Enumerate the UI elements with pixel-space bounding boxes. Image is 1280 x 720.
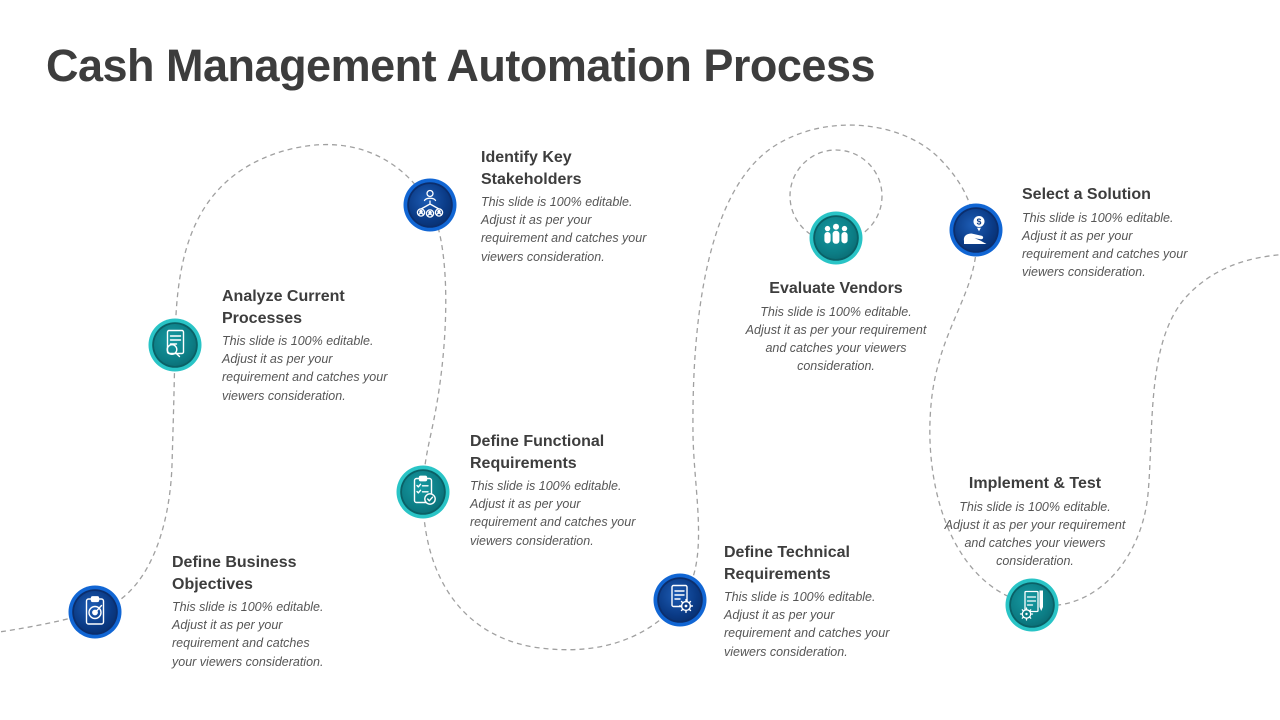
step-analyze-current-processes: Analyze Current Processes This slide is … bbox=[222, 286, 402, 405]
step-define-functional-requirements: Define Functional Requirements This slid… bbox=[470, 431, 650, 550]
team-people-icon bbox=[809, 211, 863, 265]
step-implement-and-test: Implement & Test This slide is 100% edit… bbox=[933, 473, 1137, 570]
page-title: Cash Management Automation Process bbox=[46, 40, 876, 91]
step-title: Implement & Test bbox=[968, 475, 1102, 492]
step-identify-key-stakeholders: Identify Key Stakeholders This slide is … bbox=[481, 147, 661, 266]
step-evaluate-vendors: Evaluate Vendors This slide is 100% edit… bbox=[734, 278, 938, 375]
step-title: Analyze Current Processes bbox=[222, 288, 345, 327]
step-description: This slide is 100% editable. Adjust it a… bbox=[172, 600, 324, 669]
step-select-a-solution: Select a Solution This slide is 100% edi… bbox=[1022, 184, 1222, 281]
step-title: Define Business Objectives bbox=[172, 554, 297, 593]
step-description: This slide is 100% editable. Adjust it a… bbox=[745, 304, 927, 373]
step-define-business-objectives: Define Business Objectives This slide is… bbox=[172, 552, 332, 671]
step-title: Define Functional Requirements bbox=[470, 433, 605, 472]
step-description: This slide is 100% editable. Adjust it a… bbox=[724, 590, 890, 659]
step-title: Identify Key Stakeholders bbox=[481, 149, 582, 188]
clipboard-target-icon bbox=[68, 585, 122, 639]
step-define-technical-requirements: Define Technical Requirements This slide… bbox=[724, 542, 904, 661]
step-description: This slide is 100% editable. Adjust it a… bbox=[481, 195, 647, 264]
step-description: This slide is 100% editable. Adjust it a… bbox=[1022, 210, 1188, 279]
hand-dollar-icon: $ bbox=[949, 203, 1003, 257]
checklist-check-icon bbox=[396, 465, 450, 519]
stakeholders-hierarchy-icon bbox=[403, 178, 457, 232]
step-description: This slide is 100% editable. Adjust it a… bbox=[222, 334, 388, 403]
document-magnifier-icon bbox=[148, 318, 202, 372]
step-title: Define Technical Requirements bbox=[724, 544, 850, 583]
document-pencil-gear-icon bbox=[1005, 578, 1059, 632]
step-title: Evaluate Vendors bbox=[769, 280, 903, 297]
svg-text:$: $ bbox=[977, 217, 982, 227]
document-gear-icon bbox=[653, 573, 707, 627]
step-title: Select a Solution bbox=[1022, 186, 1151, 203]
step-description: This slide is 100% editable. Adjust it a… bbox=[470, 479, 636, 548]
step-description: This slide is 100% editable. Adjust it a… bbox=[944, 499, 1126, 568]
